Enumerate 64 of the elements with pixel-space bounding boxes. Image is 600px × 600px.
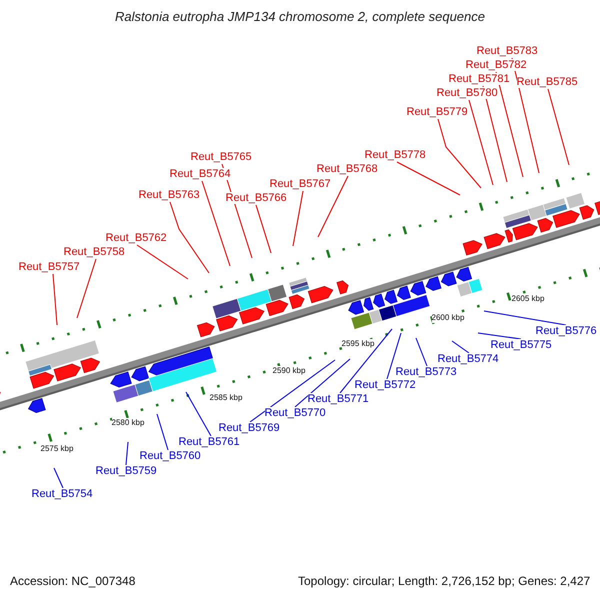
leader-line: [52, 274, 58, 326]
gene-label: Reut_B5760: [140, 450, 201, 462]
leader-line: [202, 180, 230, 266]
leader-line: [186, 392, 212, 436]
leader-line: [438, 118, 482, 188]
leader-line: [468, 100, 494, 186]
gene-label: Reut_B5761: [178, 436, 240, 448]
gene-label: Reut_B5769: [218, 422, 280, 434]
accession-text: Accession: NC_007348: [10, 576, 136, 586]
gene-label: Reut_B5779: [406, 106, 468, 118]
leader-line: [170, 202, 210, 274]
gene-label: Reut_B5785: [516, 76, 578, 88]
gene-label: Reut_B5764: [170, 168, 231, 180]
gene-label: Reut_B5765: [190, 151, 252, 163]
leader-line: [452, 340, 470, 354]
gene-label: Reut_B5759: [96, 465, 157, 477]
gene-label: Reut_B5773: [396, 366, 457, 378]
leader-line: [478, 332, 522, 340]
leader-line: [318, 176, 348, 238]
leader-line: [292, 190, 304, 246]
gene-label: Reut_B5758: [64, 246, 125, 258]
gene-label: Reut_B5778: [364, 149, 426, 161]
diagram-title: Ralstonia eutropha JMP134 chromosome 2, complete sequence: [115, 11, 485, 23]
leader-line: [340, 328, 392, 394]
gene-label: Reut_B5770: [264, 407, 326, 419]
gene-label: Reut_B5754: [32, 488, 93, 500]
leader-line: [386, 332, 402, 380]
leader-line: [126, 442, 128, 466]
gene-label: Reut_B5776: [536, 325, 597, 337]
leader-line: [548, 88, 570, 166]
gene-label: Reut_B5763: [138, 189, 200, 201]
leader-line: [76, 258, 96, 318]
leader-line: [54, 468, 64, 488]
genome-info-text: Topology: circular; Length: 2,726,152 bp; Genes: 2,427: [298, 576, 590, 586]
gene-label: Reut_B5767: [270, 178, 331, 190]
gene-label: Reut_B5762: [106, 232, 167, 244]
leader-line: [156, 414, 168, 450]
scale-label: 2585 kbp: [210, 393, 242, 403]
gene-label: Reut_B5781: [448, 73, 510, 85]
gene-label: Reut_B5757: [18, 261, 80, 273]
scale-label: 2600 kbp: [432, 313, 464, 323]
gene-label: Reut_B5782: [466, 59, 527, 71]
scale-label: 2595 kbp: [342, 339, 374, 349]
scale-label: 2605 kbp: [512, 294, 544, 304]
gene-label: Reut_B5780: [436, 87, 498, 99]
leader-line: [484, 310, 566, 326]
gene-label: Reut_B5766: [226, 192, 287, 204]
leader-line: [256, 204, 272, 254]
leader-line: [496, 72, 524, 178]
gene-label: Reut_B5783: [476, 45, 538, 57]
scale-label: 2575 kbp: [40, 444, 74, 454]
scale-label: 2590 kbp: [272, 366, 306, 376]
gene-label: Reut_B5771: [308, 393, 369, 405]
gene-label: Reut_B5774: [438, 353, 499, 365]
leader-line: [482, 86, 508, 182]
gene-label: Reut_B5772: [354, 379, 416, 391]
leader-line: [396, 162, 460, 196]
leader-line: [294, 358, 350, 408]
gene-label: Reut_B5768: [316, 163, 378, 175]
gene-label: Reut_B5775: [490, 339, 552, 351]
leader-line: [250, 360, 336, 422]
leader-line: [416, 338, 428, 366]
leader-line: [136, 244, 188, 280]
scale-label: 2580 kbp: [112, 418, 144, 428]
